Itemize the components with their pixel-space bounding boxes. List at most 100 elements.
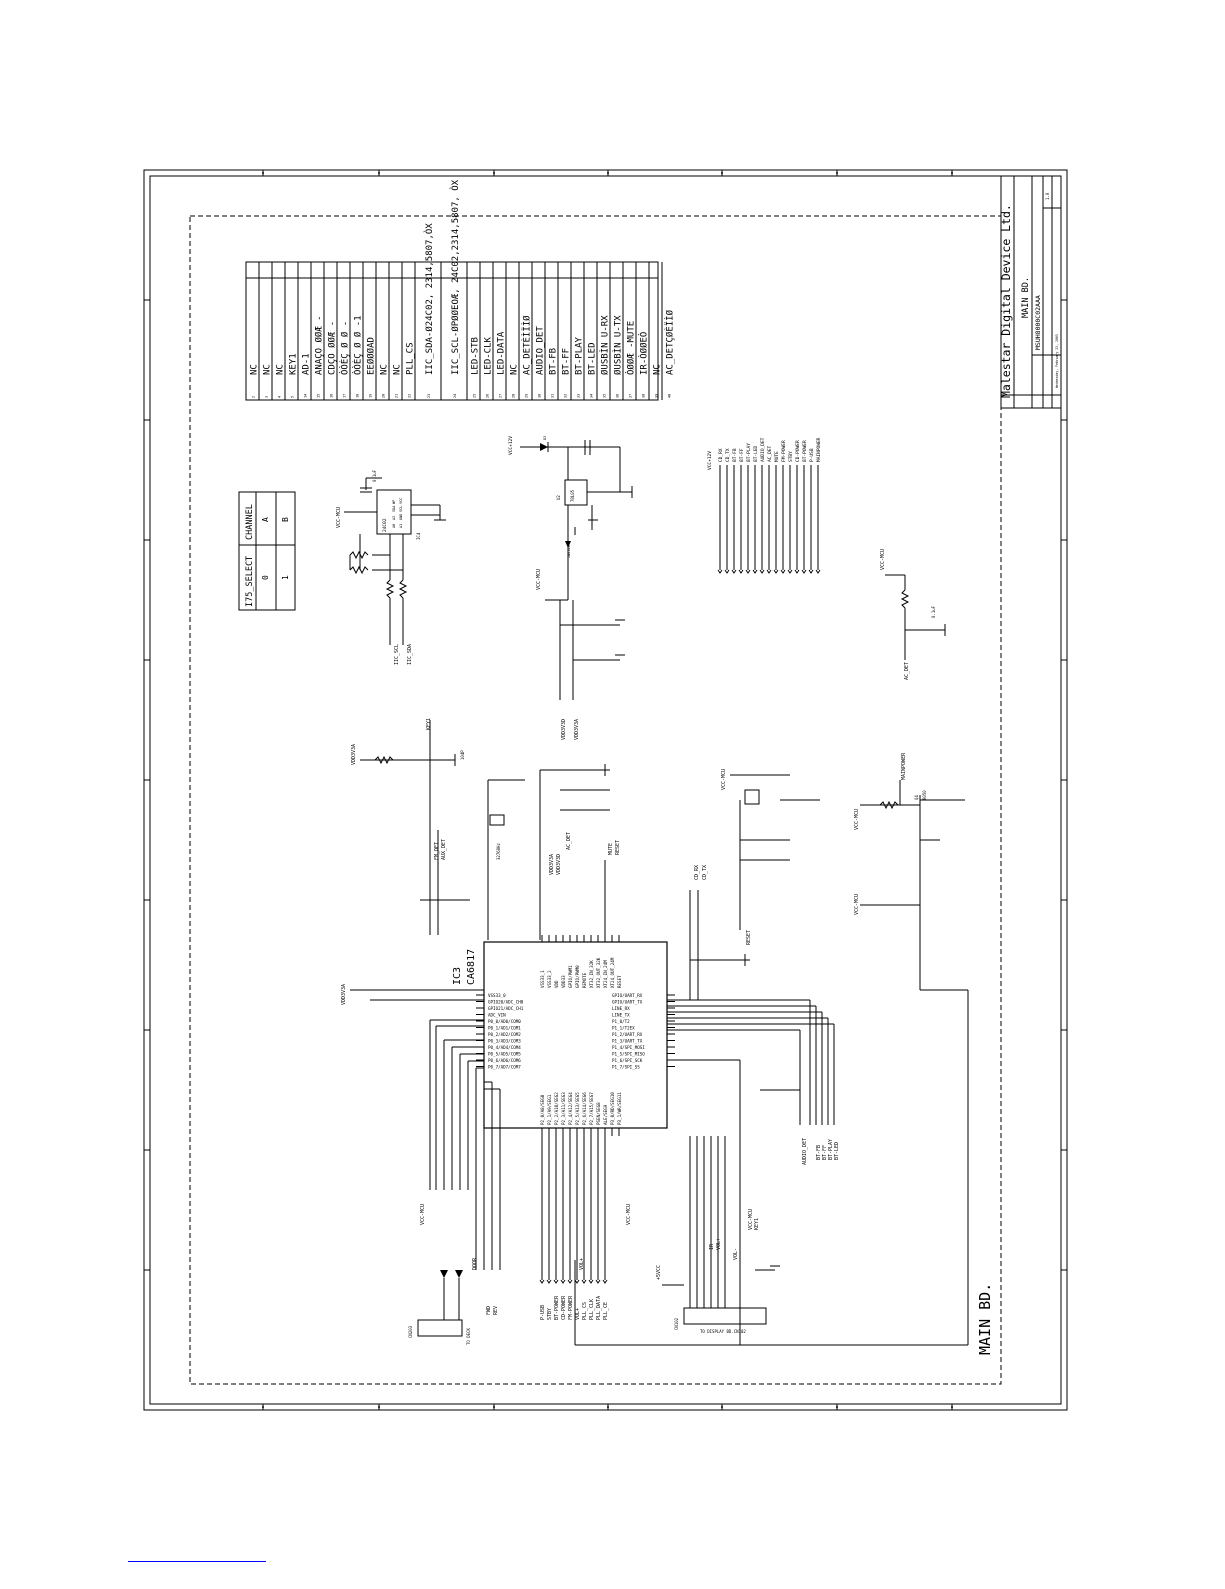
ic3-pin-label: GPIO/PWM0 [575, 965, 580, 988]
pin-function: BT-FB [549, 348, 559, 375]
bottom-net-label: PLL_CE [603, 1302, 609, 1320]
board-label: MAIN BD. [976, 1283, 994, 1355]
channel-header: CHANNEL [245, 504, 255, 540]
pin-function: NC [250, 364, 260, 375]
svg-text:104P: 104P [460, 750, 465, 760]
board-outline [189, 215, 1002, 1385]
bus-signal-label: CD-POWER [795, 440, 801, 462]
regulator-section: VCC+12V D2 U2 78L05 IN4148 VCC-MCU VDD3V… [508, 436, 633, 740]
ic3-pin-label: P1_1/T2EX [612, 1026, 635, 1031]
pin-number: 3 [265, 396, 269, 398]
svg-text:KEY1: KEY1 [426, 718, 432, 730]
svg-text:VOL+: VOL+ [579, 1258, 585, 1270]
ic3-pin-label: P0_1/AD1/COM1 [488, 1026, 521, 1031]
pin-function: ANAÇO ØØÆ - [314, 315, 325, 375]
bus-signal-label: BT-PLAY [746, 443, 752, 462]
ic3-pin-label: XT24_IN_24M [603, 960, 608, 988]
ic3-pin-label: VSS33_2 [547, 970, 552, 988]
svg-text:IC3: IC3 [452, 967, 463, 985]
svg-text:D2: D2 [543, 436, 547, 440]
pin-function: EEØØØAD [366, 337, 377, 375]
ic3-pin-label: GPIO/UART_RX [612, 993, 643, 998]
svg-text:AC_DET: AC_DET [904, 662, 910, 680]
bus-signal-label: CD_RX [718, 448, 724, 462]
svg-text:MUTE: MUTE [608, 843, 614, 855]
pin-number: 38 [642, 394, 646, 398]
ic3-pin-label: P2_0/A8/SEG0 [540, 1094, 545, 1125]
svg-text:TO DECK: TO DECK [466, 1328, 471, 1345]
select-value: 0 [261, 575, 270, 580]
pin-function: AD-1 [302, 353, 312, 375]
svg-text:MAINPOWER: MAINPOWER [901, 752, 907, 780]
svg-text:8050: 8050 [922, 790, 927, 800]
svg-text:VCC-MCU: VCC-MCU [420, 1204, 426, 1225]
ic3-pin-label: P0_2/AD2/COM2 [488, 1032, 521, 1037]
channel-value: A [261, 517, 270, 522]
svg-text:Q4: Q4 [914, 795, 919, 800]
svg-text:VCC-MCU: VCC-MCU [626, 1204, 632, 1225]
svg-text:IN4148: IN4148 [567, 545, 571, 558]
svg-text:BT-PLAY: BT-PLAY [828, 1139, 834, 1160]
pin-number: 18 [356, 394, 360, 398]
svg-text:IC4: IC4 [416, 532, 421, 540]
ic3-pin-label: P2_5/A13/SEG5 [575, 1092, 580, 1125]
svg-text:AUX_DET: AUX_DET [441, 839, 447, 860]
pin-number: 24 [453, 394, 457, 398]
ic3-pin-label: P2_1/A9/SEG1 [547, 1094, 552, 1125]
svg-text:RESET: RESET [615, 840, 621, 855]
svg-text:VDD3V3D: VDD3V3D [556, 854, 562, 875]
pin-function: NC [510, 364, 520, 375]
pin-number: 5 [291, 396, 295, 398]
pin-number: 2 [252, 396, 256, 398]
svg-text:AUDIO_DET: AUDIO_DET [802, 1138, 808, 1165]
pin-table-row: 23 IIC_SDA-Ø24C02, 2314,5807,ÒX [414, 223, 435, 400]
channel-value: B [281, 517, 290, 522]
pin-number: 16 [330, 394, 334, 398]
bottom-net-label: PLL_DATA [596, 1296, 602, 1320]
pin-function: BT-LED [588, 342, 598, 375]
svg-text:VCC-MCU: VCC-MCU [880, 549, 886, 570]
pin-function: ØUSBÌN U-TX [612, 315, 624, 375]
bus-signal-label: AC_DET [767, 445, 773, 462]
footnote-rule [128, 1561, 266, 1562]
ic3-pin-label: P1_2/UART_RX [612, 1032, 643, 1037]
svg-text:BT-LED: BT-LED [834, 1142, 840, 1160]
pin-function: IIC_SDA-Ø24C02, 2314,5807,ÒX [423, 223, 435, 375]
ic3-pin-label: RESET [617, 975, 622, 988]
display-connector: CN102 TO DISPLAY BD.CN102 +5VCC VOL+ IR … [574, 1204, 968, 1346]
svg-text:IR: IR [709, 1243, 715, 1250]
company-name: Malestar Digital Device Ltd. [999, 204, 1013, 398]
bottom-net-label: PLL_CS [582, 1302, 588, 1320]
svg-text:KEY1: KEY1 [754, 1218, 760, 1230]
bus-signal-label: P-USB [809, 448, 815, 462]
svg-text:RESET: RESET [746, 930, 752, 945]
eeprom-pin-label: GND [399, 514, 403, 520]
ic3-pin-label: ADC_VIN [488, 1013, 506, 1018]
svg-text:24C02: 24C02 [382, 518, 388, 532]
pin-number: 37 [629, 394, 633, 398]
pin-function: KEY1 [289, 353, 299, 375]
ic3-pin-label: P2_7/A15/SEG7 [589, 1092, 594, 1125]
pin-number: 23 [427, 394, 431, 398]
pin-number: 39 [655, 394, 659, 398]
ic3-pin-label: P0_3/AD3/COM3 [488, 1039, 521, 1044]
oscillator-section: VDD3V3A KEY1 104P FM_DET AUX_DET 32768Hz… [351, 718, 621, 940]
bottom-net-label: STBY [547, 1308, 553, 1320]
bottom-net-label: P-USB [540, 1305, 546, 1320]
svg-text:IIC_SCL: IIC_SCL [394, 644, 400, 665]
ic3-pin-label: P0_7/AD7/COM7 [488, 1065, 521, 1070]
pin-number: 15 [317, 394, 321, 398]
svg-text:VDD3V3A: VDD3V3A [549, 854, 555, 875]
